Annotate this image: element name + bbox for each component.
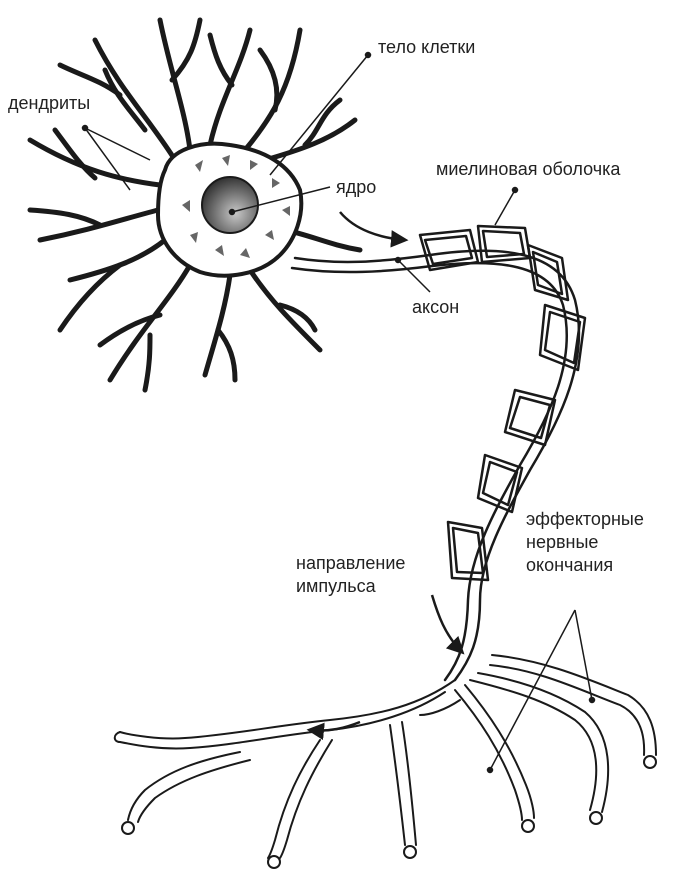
label-nucleus: ядро xyxy=(336,176,376,198)
pointer-axon xyxy=(398,260,430,292)
label-myelin-sheath: миелиновая оболочка xyxy=(436,158,620,180)
label-effector-endings: эффекторные нервные окончания xyxy=(526,508,644,577)
pointer-dendrites-2 xyxy=(85,128,130,190)
impulse-arrows xyxy=(310,212,462,731)
pointer-dendrites-1 xyxy=(85,128,150,160)
pointer-effector-2 xyxy=(575,610,592,700)
label-cell-body: тело клетки xyxy=(378,36,475,58)
pointer-effector-1 xyxy=(490,610,575,770)
label-dendrites: дендриты xyxy=(8,92,90,114)
label-axon: аксон xyxy=(412,296,459,318)
pointer-myelin xyxy=(495,190,515,225)
nucleus xyxy=(202,177,258,233)
pointer-cell-body xyxy=(270,55,368,175)
arrow-near-body xyxy=(340,212,405,240)
axon-terminals xyxy=(115,655,656,868)
arrow-down xyxy=(432,595,462,652)
label-impulse-direction: направление импульса xyxy=(296,552,405,598)
